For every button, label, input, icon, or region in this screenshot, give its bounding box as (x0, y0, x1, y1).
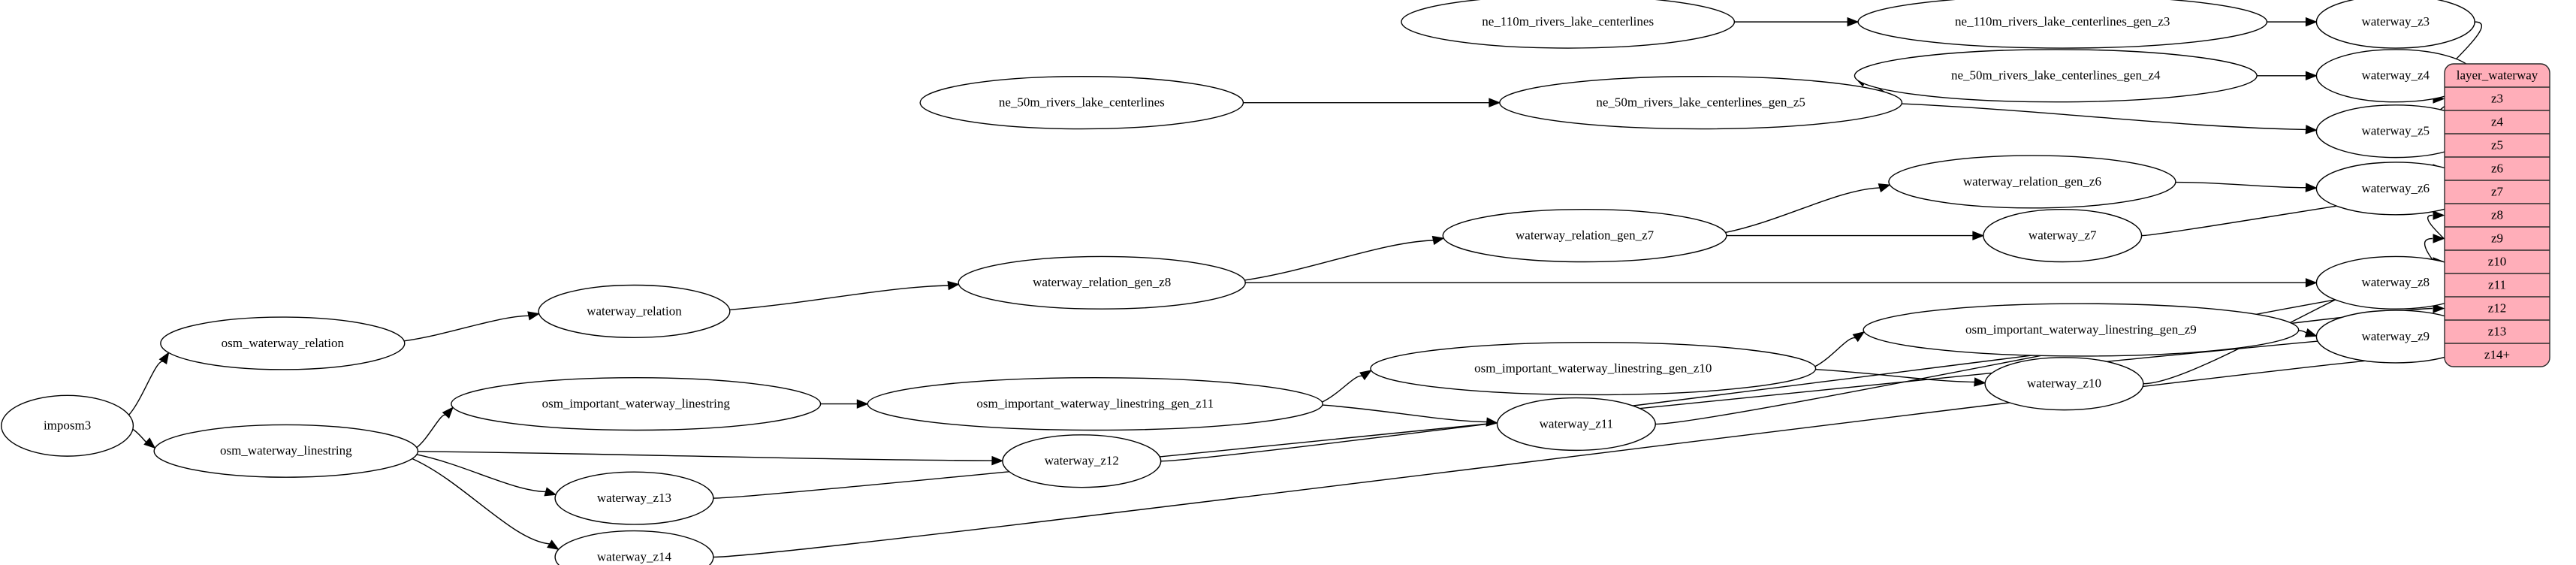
graph-edge (1902, 103, 2306, 131)
graph-edge (1815, 368, 1975, 383)
node-ellipse (867, 377, 1323, 431)
graph-node-imposm3[interactable]: imposm3 (1, 394, 134, 457)
edge-arrowhead (158, 352, 170, 365)
graph-edge (1322, 404, 1487, 423)
node-ellipse (1442, 209, 1727, 263)
node-ellipse (1401, 0, 1736, 49)
node-ellipse (1, 394, 134, 457)
node-ellipse (2315, 0, 2475, 49)
edge-arrowhead (947, 280, 960, 291)
graph-edge (1322, 375, 1363, 403)
edge-arrowhead (1431, 235, 1445, 246)
graph-node-waterway_relation_gen_z6[interactable]: waterway_relation_gen_z6 (1888, 155, 2176, 209)
record-node-layer: layer_waterwayz3z4z5z6z7z8z9z10z11z12z13… (2444, 63, 2550, 367)
graph-node-waterway_z3[interactable]: waterway_z3 (2315, 0, 2475, 49)
node-ellipse (554, 530, 714, 565)
graph-node-waterway_z7[interactable]: waterway_z7 (1983, 209, 2143, 263)
graph-node-ne_50m_rivers_lake_centerlines_gen_z5[interactable]: ne_50m_rivers_lake_centerlines_gen_z5 (1499, 76, 1903, 130)
graph-edge (128, 361, 164, 415)
graph-edge (412, 458, 550, 545)
graph-edge (1814, 337, 1856, 367)
graph-node-waterway_relation_gen_z8[interactable]: waterway_relation_gen_z8 (958, 255, 1246, 310)
record-node-box (2444, 63, 2550, 367)
graph-edge (132, 428, 148, 443)
edge-arrowhead (2433, 210, 2445, 220)
edge-arrowhead (1486, 417, 1498, 427)
edge-arrowhead (1847, 17, 1860, 27)
edge-arrowhead (527, 311, 541, 321)
node-ellipse (538, 284, 731, 338)
edge-arrowhead (1974, 377, 1986, 387)
node-ellipse (919, 76, 1244, 130)
graph-node-osm_important_waterway_linestring_gen_z11[interactable]: osm_important_waterway_linestring_gen_z1… (867, 377, 1323, 431)
edge-arrowhead (1489, 98, 1501, 107)
graph-node-waterway_z12[interactable]: waterway_z12 (1002, 434, 1162, 488)
node-ellipse (1857, 0, 2268, 49)
graph-edge (713, 354, 2433, 558)
node-ellipse (451, 377, 822, 431)
graph-node-waterway_z13[interactable]: waterway_z13 (554, 471, 714, 525)
graph-edge (416, 414, 447, 449)
edge-arrowhead (2305, 183, 2318, 192)
node-ellipse (1854, 49, 2258, 103)
graph-node-ne_50m_rivers_lake_centerlines_gen_z4[interactable]: ne_50m_rivers_lake_centerlines_gen_z4 (1854, 49, 2258, 103)
edge-arrowhead (2305, 71, 2318, 81)
graph-edge (1160, 307, 2433, 462)
node-ellipse (1983, 209, 2143, 263)
edge-arrowhead (1359, 370, 1372, 381)
edge-arrowhead (544, 487, 557, 497)
edge-arrowhead (2305, 125, 2318, 134)
graph-node-osm_waterway_relation[interactable]: osm_waterway_relation (160, 316, 406, 370)
edge-arrowhead (547, 539, 560, 550)
edge-arrowhead (1852, 331, 1866, 343)
edge-arrowhead (2305, 17, 2318, 27)
graph-node-osm_important_waterway_linestring_gen_z10[interactable]: osm_important_waterway_linestring_gen_z1… (1370, 341, 1817, 396)
node-ellipse (1002, 434, 1162, 488)
graph-node-ne_50m_rivers_lake_centerlines[interactable]: ne_50m_rivers_lake_centerlines (919, 76, 1244, 130)
edge-arrowhead (1972, 231, 1985, 240)
edge-arrowhead (856, 399, 869, 409)
node-ellipse (554, 471, 714, 525)
graph-node-osm_important_waterway_linestring_gen_z9[interactable]: osm_important_waterway_linestring_gen_z9 (1863, 303, 2300, 357)
node-ellipse (1863, 303, 2300, 357)
edge-arrowhead (2433, 304, 2445, 313)
graph-node-osm_waterway_linestring[interactable]: osm_waterway_linestring (153, 424, 419, 478)
graph-node-waterway_z10[interactable]: waterway_z10 (1984, 357, 2144, 411)
graph-node-waterway_z14[interactable]: waterway_z14 (554, 530, 714, 565)
node-ellipse (958, 255, 1246, 310)
edge-arrowhead (442, 406, 454, 419)
node-ellipse (1496, 397, 1656, 452)
graph-node-ne_110m_rivers_lake_centerlines[interactable]: ne_110m_rivers_lake_centerlines (1401, 0, 1736, 49)
graph-edge (1725, 187, 1880, 234)
graph-edge (729, 285, 949, 310)
node-ellipse (1888, 155, 2176, 209)
node-ellipse (160, 316, 406, 370)
node-ellipse (1499, 76, 1903, 130)
record-node-layer-waterway[interactable]: layer_waterwayz3z4z5z6z7z8z9z10z11z12z13… (2444, 63, 2550, 367)
node-ellipse (1984, 357, 2144, 411)
edge-arrowhead (1878, 183, 1891, 193)
edge-arrowhead (2304, 328, 2318, 337)
edge-arrowhead (2305, 278, 2318, 288)
node-ellipse (1370, 341, 1817, 396)
edge-arrowhead (143, 437, 156, 449)
node-ellipse (153, 424, 419, 478)
edge-arrowhead (2433, 234, 2445, 243)
graph-edge (416, 454, 546, 493)
graph-node-waterway_z11[interactable]: waterway_z11 (1496, 397, 1656, 452)
graph-edge (2175, 181, 2306, 189)
graph-edge (418, 451, 992, 461)
graph-node-ne_110m_rivers_lake_centerlines_gen_z3[interactable]: ne_110m_rivers_lake_centerlines_gen_z3 (1857, 0, 2268, 49)
graph-node-osm_important_waterway_linestring[interactable]: osm_important_waterway_linestring (451, 377, 822, 431)
graph-node-waterway_relation[interactable]: waterway_relation (538, 284, 731, 338)
graph-node-waterway_relation_gen_z7[interactable]: waterway_relation_gen_z7 (1442, 209, 1727, 263)
graph-edge (403, 315, 529, 342)
graph-edge (1244, 240, 1434, 281)
edge-arrowhead (991, 455, 1004, 466)
